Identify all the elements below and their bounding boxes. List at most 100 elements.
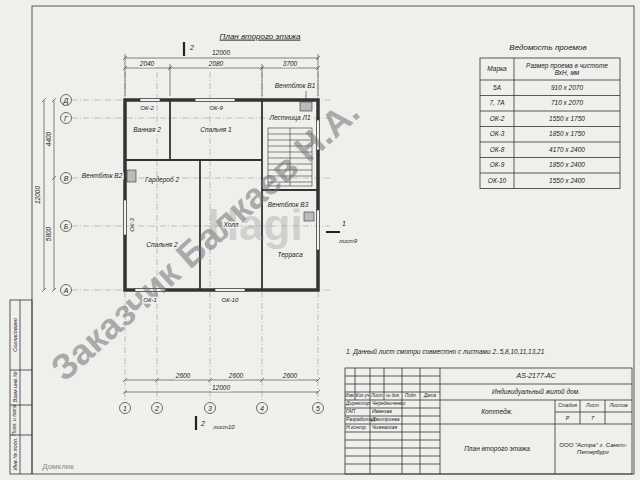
- axis-label: 2: [155, 405, 159, 412]
- window: [124, 200, 127, 235]
- dimension: 5800: [45, 226, 52, 242]
- dimension: 12000: [211, 384, 231, 391]
- axis-label: Г: [64, 115, 68, 122]
- section-mark: лист9: [338, 238, 358, 245]
- dimension-line: [123, 378, 320, 394]
- window: [215, 289, 245, 292]
- title-block-cell: Р: [566, 415, 570, 421]
- table-cell: Марка: [487, 65, 506, 72]
- vent-block: [127, 170, 136, 182]
- note: 1. Данный лист смотри совместно с листам…: [346, 348, 544, 355]
- axis-bubble: 4: [256, 402, 268, 414]
- title-block-cell: Лист: [371, 394, 383, 399]
- axis-label: 5: [316, 405, 320, 412]
- room-name: Холл: [223, 221, 240, 228]
- title-block-cell: Лист: [586, 403, 599, 409]
- stamp-cell: Подп. и дата: [12, 404, 18, 435]
- title-block-cell: Чередниченко: [372, 401, 405, 407]
- dimension: 2080: [208, 60, 224, 67]
- table-cell: Ведомость проемов: [509, 44, 586, 53]
- title-block-cell: Изм.: [345, 394, 355, 399]
- plan-title: План второго этажа: [220, 33, 301, 42]
- title-block-cell: Подп.: [405, 394, 417, 399]
- sheet-frame: [10, 6, 634, 474]
- stamp-lines: [10, 300, 32, 474]
- table-grid: [480, 58, 620, 189]
- axis-bubble: Д: [60, 94, 72, 106]
- bubble-circle: [61, 95, 72, 106]
- title-block-cell: Н.контр.: [346, 425, 367, 431]
- title-block-cell: Коттедж.: [481, 408, 513, 415]
- title-block-grid: [345, 368, 632, 474]
- title-block: [345, 368, 632, 474]
- title-block-cell: План второго этажа: [464, 445, 530, 452]
- stamp-cell: Инв.№ подл.: [12, 438, 18, 471]
- watermark: Домклик: [42, 463, 74, 472]
- room-name: Гардероб 2: [144, 176, 180, 183]
- table-cell: 7, 7А: [489, 100, 504, 107]
- window: [317, 210, 320, 250]
- bubble-circle: [61, 285, 72, 296]
- title-block-grid: [345, 368, 440, 474]
- axis-bubble: А: [60, 284, 72, 296]
- table-cell: 910 х 2070: [551, 84, 583, 91]
- stamp-cell: Взам.инв.№: [12, 372, 18, 403]
- bubble-circle: [313, 403, 324, 414]
- title-block-cell: Дата: [424, 394, 436, 399]
- dimension: 12000: [211, 49, 231, 56]
- axis-label: Б: [64, 223, 69, 230]
- axis-label: В: [64, 175, 69, 182]
- axis-bubble: 5: [312, 402, 324, 414]
- section-marks: [184, 42, 340, 430]
- axis-label: Д: [64, 97, 69, 104]
- openings-table: [480, 58, 620, 189]
- bubble-circle: [61, 221, 72, 232]
- room-name: Ванная 2: [132, 126, 162, 133]
- room-name: Спальня 2: [145, 241, 178, 248]
- title-block-cell: АS-2177-АС: [517, 372, 556, 380]
- table-cell: ОК-8: [490, 146, 505, 153]
- title-block-cell: Разработал: [346, 417, 375, 423]
- vent-block: [304, 212, 314, 221]
- table-cell: 1850 х 2400: [549, 162, 585, 169]
- table-cell: 1550 х 2400: [549, 177, 585, 184]
- room-name: Вентблок В3: [267, 201, 310, 208]
- title-block-cell: Чижевская: [372, 425, 397, 431]
- title-block-cell: Индивидуальный жилой дом.: [492, 388, 580, 395]
- bubble-circle: [61, 173, 72, 184]
- title-block-cell: Иванова: [372, 409, 392, 415]
- opening-mark: ОК-9: [208, 105, 224, 112]
- window: [140, 99, 160, 102]
- title-block-cell: Кол.уч: [356, 394, 369, 399]
- leader-line: [306, 91, 307, 101]
- room-name: Вентблок В2: [81, 172, 124, 179]
- section-mark: лист10: [212, 424, 235, 431]
- table-cell: 1550 х 1750: [549, 115, 585, 122]
- bubble-circle: [120, 403, 131, 414]
- axis-bubble: 3: [204, 402, 216, 414]
- opening-mark: ОК-10: [221, 297, 240, 304]
- stamp-cell: Согласовано: [12, 318, 18, 352]
- table-cell: ОК-3: [490, 131, 505, 138]
- title-block-cell: Стадия: [558, 403, 577, 409]
- axis-label: 1: [123, 405, 127, 412]
- axis-label: 4: [260, 405, 264, 412]
- table-cell: Размер проема в чистоте ВхН, мм: [520, 62, 615, 76]
- table-cell: 4170 х 2400: [549, 146, 585, 153]
- dimension: 12000: [34, 185, 41, 205]
- section-cut: [184, 42, 340, 430]
- title-block-cell: Директор: [346, 401, 370, 407]
- stamp-strip: [10, 300, 32, 474]
- title-block-cell: Листов: [609, 403, 627, 409]
- table-cell: 710 х 2070: [551, 100, 583, 107]
- bubble-circle: [257, 403, 268, 414]
- title-block-cell: ООО "Астра" г. Санкт-Петербург: [557, 442, 629, 455]
- axis-bubble: В: [60, 172, 72, 184]
- room-name: Вентблок В1: [274, 82, 317, 89]
- room-name: Терраса: [276, 251, 303, 258]
- bubble-circle: [152, 403, 163, 414]
- title-block-cell: ГАП: [346, 409, 355, 415]
- dimension-line: [123, 54, 320, 96]
- title-block-cell: 7: [591, 415, 594, 421]
- table-cell: ОК-9: [490, 162, 505, 169]
